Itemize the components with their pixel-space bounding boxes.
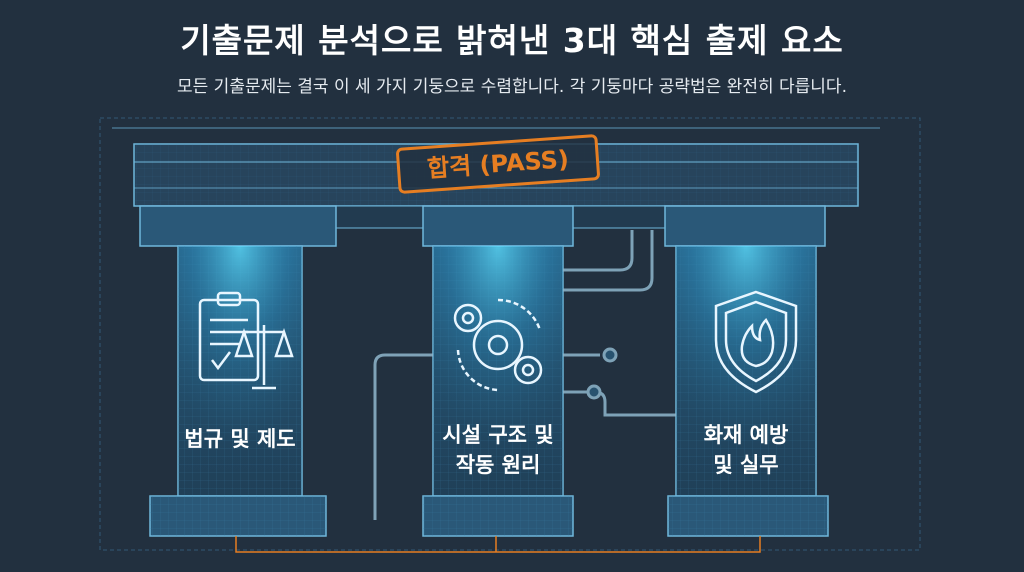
pillar-right	[664, 205, 829, 537]
pillar-middle	[422, 205, 574, 537]
pillar-label-line: 시설 구조 및	[442, 423, 554, 447]
pillar-label-line: 및 실무	[713, 453, 779, 477]
outer-frame	[99, 117, 921, 551]
page-title: 기출문제 분석으로 밝혀낸 3대 핵심 출제 요소	[180, 21, 844, 60]
pillar-label-line: 화재 예방	[703, 423, 789, 447]
law-scale-clipboard-icon	[198, 291, 294, 390]
pillar-label-facility: 시설 구조 및 작동 원리	[433, 420, 563, 480]
flow-arrows	[235, 536, 761, 553]
fire-shield-icon	[714, 290, 798, 394]
gears-icon	[453, 298, 543, 392]
pillar-label-line: 작동 원리	[455, 453, 541, 477]
pipes	[373, 230, 676, 520]
pillar-label-law: 법규 및 제도	[178, 424, 302, 454]
pillar-left	[139, 205, 337, 537]
page-subtitle: 모든 기출문제는 결국 이 세 가지 기둥으로 수렴합니다. 각 기둥마다 공략…	[177, 77, 847, 97]
pillar-label-line: 법규 및 제도	[184, 427, 296, 451]
pillar-label-fire: 화재 예방 및 실무	[676, 420, 816, 480]
